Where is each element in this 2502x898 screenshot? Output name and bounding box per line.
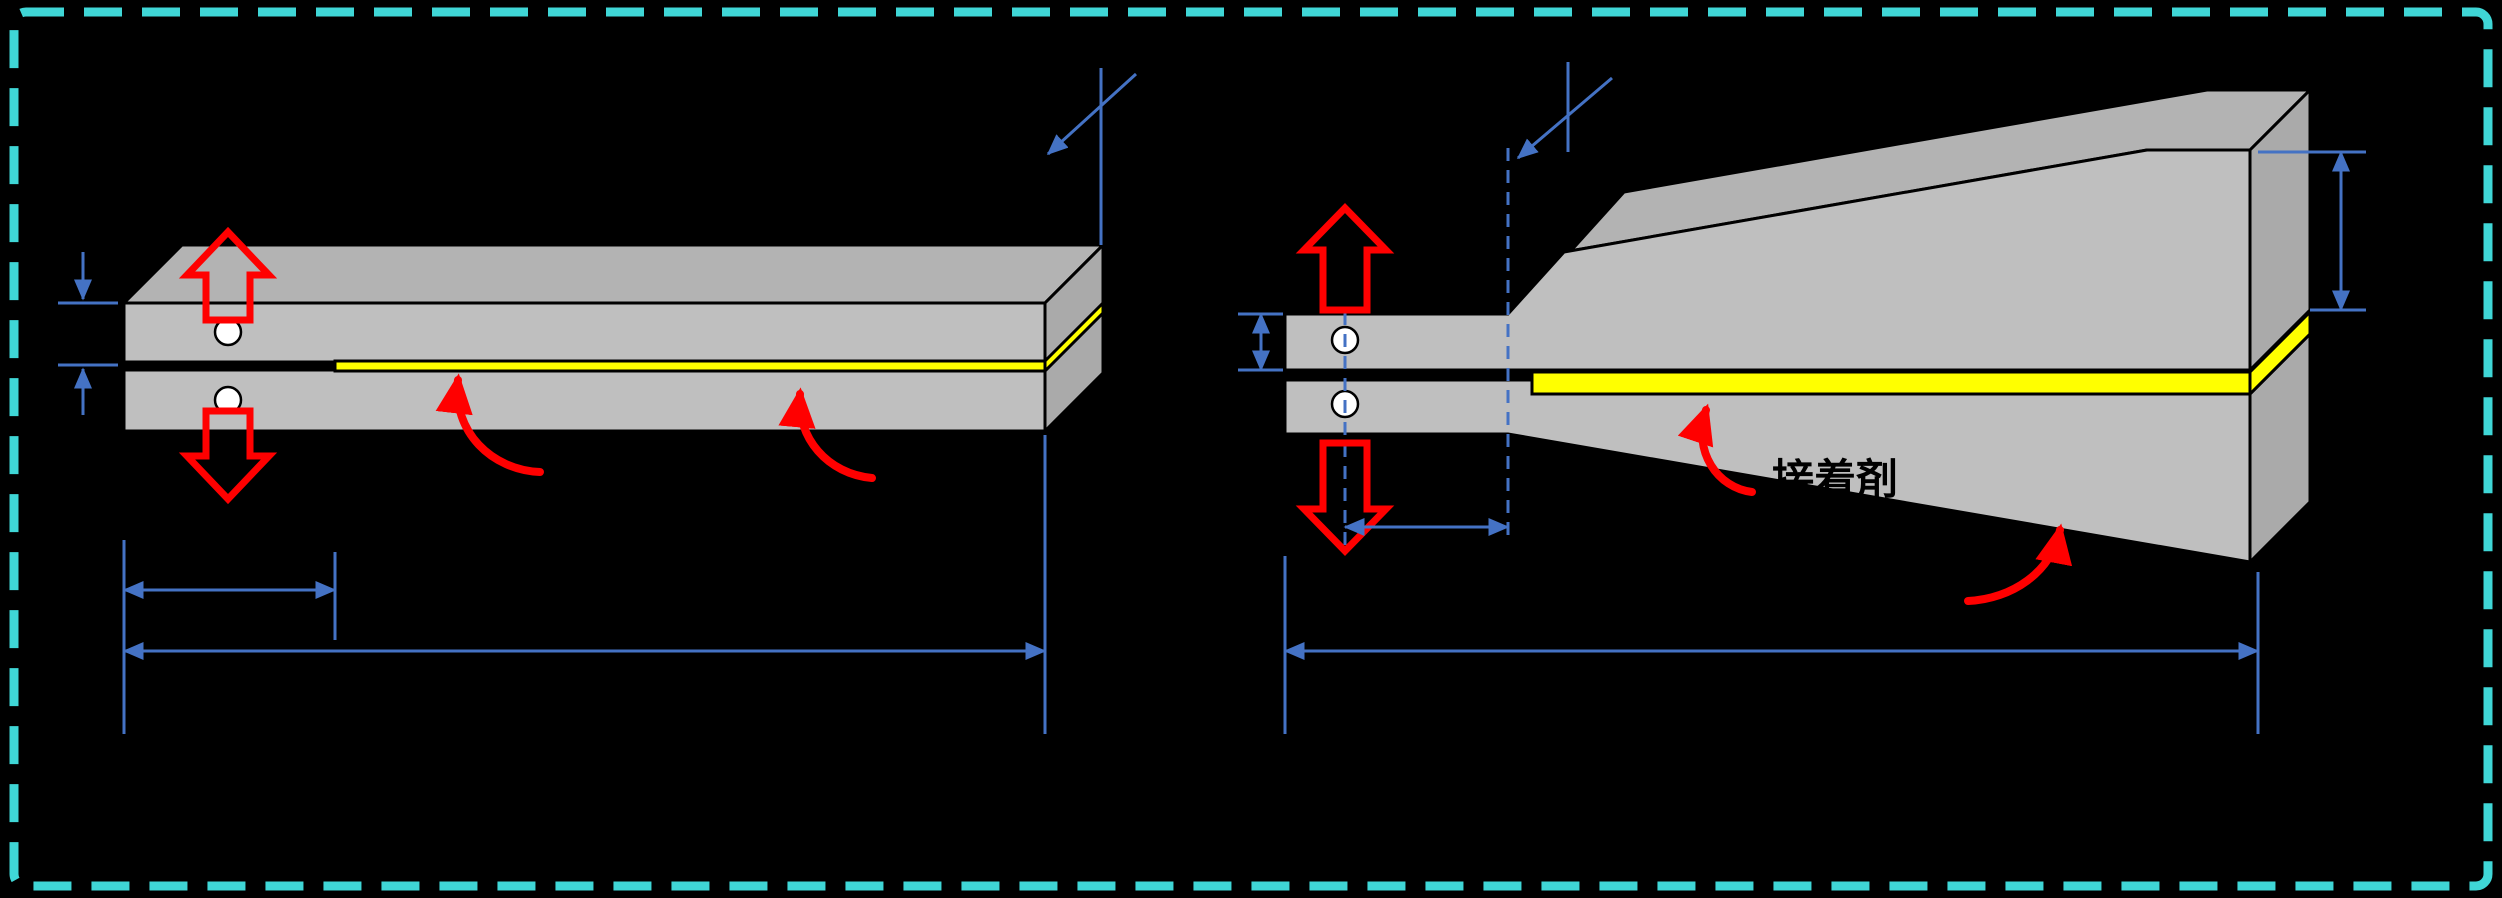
adhesive-pointer-arrow-icon — [778, 387, 876, 482]
load-arrow-up-icon — [178, 226, 278, 324]
load-arrow-down-icon — [178, 407, 278, 505]
width-arrow — [1046, 72, 1138, 156]
adhesive-layer — [333, 359, 1047, 373]
tdcb-specimen: 接着剤 — [1238, 62, 2366, 734]
adhesive-label: 接着剤 — [1772, 455, 1898, 504]
bottom-block-front-face — [1283, 378, 2252, 564]
adhesive-layer — [1530, 370, 2252, 396]
taper-block-front-face — [1283, 148, 2252, 372]
top-beam-front-face — [122, 301, 1047, 364]
frame-border — [9, 7, 2493, 891]
adhesive-pointer-arrow-icon — [435, 373, 544, 476]
dcb-specimen — [58, 68, 1138, 734]
adhesive-pointer-arrow-icon — [1677, 403, 1756, 496]
substrate-pointer-arrow-icon — [1964, 523, 2073, 605]
width-arrow — [1516, 76, 1613, 160]
bottom-beam-front-face — [122, 368, 1047, 433]
load-arrow-up-icon — [1295, 202, 1395, 314]
